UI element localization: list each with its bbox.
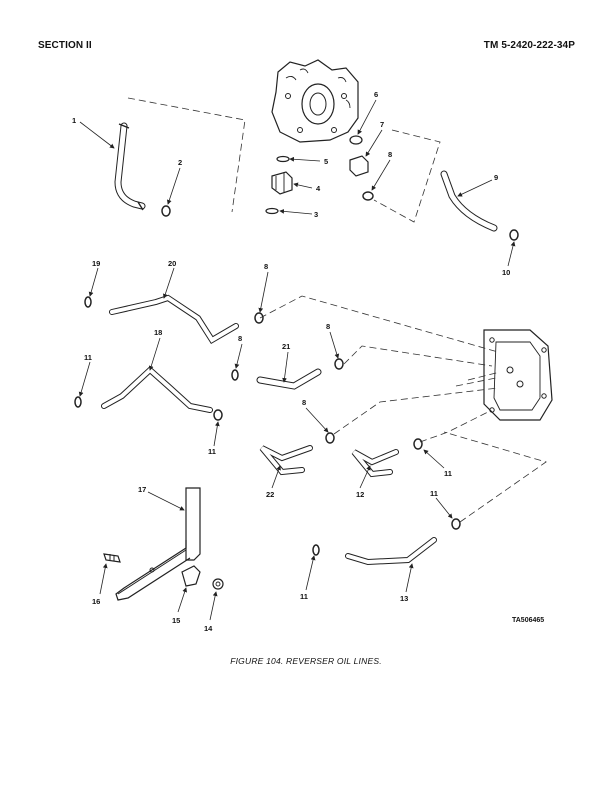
callout-16: 16 (92, 597, 100, 606)
callout-1: 1 (72, 116, 76, 125)
item-19-gasket (84, 296, 92, 308)
item-15-clamp (181, 565, 201, 587)
callout-21: 21 (282, 342, 290, 351)
callout-9: 9 (494, 173, 498, 182)
item-10-gasket (509, 229, 519, 241)
callout-leaders (78, 99, 516, 621)
callout-18: 18 (154, 328, 162, 337)
callout-12: 12 (356, 490, 364, 499)
callout-11-b: 11 (208, 447, 216, 456)
item-1-elbow-tube (114, 122, 146, 211)
item-11-gasket-d (451, 518, 461, 530)
callout-8-upper: 8 (388, 150, 392, 159)
item-2-gasket (161, 205, 171, 217)
item-16-bolt (103, 553, 121, 563)
item-7-fitting (349, 155, 369, 177)
item-11-gasket-b (213, 409, 223, 421)
callout-5: 5 (324, 157, 328, 166)
item-11-gasket-e (312, 544, 320, 556)
callout-8-a: 8 (264, 262, 268, 271)
item-8-gasket-d (325, 432, 335, 444)
callout-8-b: 8 (238, 334, 242, 343)
item-8-gasket-b (231, 369, 239, 381)
callout-13: 13 (400, 594, 408, 603)
item-11-gasket-c (413, 438, 423, 450)
callout-7: 7 (380, 120, 384, 129)
manual-number: TM 5-2420-222-34P (483, 40, 575, 51)
item-4-fitting (271, 171, 293, 195)
item-9-tube (440, 170, 498, 232)
item-5-gasket (276, 155, 290, 163)
callout-4: 4 (316, 184, 321, 193)
callout-17: 17 (138, 485, 146, 494)
item-14-nut (212, 578, 224, 590)
drawing-number: TA506465 (512, 617, 544, 624)
callout-19: 19 (92, 259, 100, 268)
callout-labels: 1 2 3 4 5 6 7 8 9 10 19 20 8 8 21 8 18 1… (72, 90, 510, 633)
item-8-gasket-upper (362, 191, 374, 201)
figure-caption: FIGURE 104. REVERSER OIL LINES. (230, 656, 382, 666)
item-13-tube (345, 537, 437, 566)
callout-6: 6 (374, 90, 378, 99)
item-3-gasket (265, 207, 279, 215)
item-21-tube (256, 368, 322, 390)
callout-2: 2 (178, 158, 182, 167)
item-17-bracket (115, 487, 201, 601)
callout-11-e: 11 (300, 592, 308, 601)
callout-15: 15 (172, 616, 180, 625)
callout-8-d: 8 (302, 398, 306, 407)
callout-22: 22 (266, 490, 274, 499)
item-8-gasket-a (254, 312, 264, 324)
item-18-tube (101, 365, 213, 413)
assembly-leader-lines (127, 97, 547, 523)
reverser-housing (271, 59, 359, 143)
item-22-tube (259, 445, 313, 476)
item-8-gasket-c (334, 358, 344, 370)
callout-3: 3 (314, 210, 318, 219)
reverser-cover-plate (483, 329, 553, 421)
item-20-tube (109, 294, 239, 345)
item-12-tube (351, 449, 399, 478)
callout-11-d: 11 (430, 489, 438, 498)
item-11-gasket-a (74, 396, 82, 408)
item-6-gasket (349, 135, 363, 145)
callout-14: 14 (204, 624, 213, 633)
callout-10: 10 (502, 268, 510, 277)
section-label: SECTION II (38, 40, 92, 51)
callout-20: 20 (168, 259, 176, 268)
callout-8-c: 8 (326, 322, 330, 331)
callout-11-a: 11 (84, 353, 92, 362)
callout-11-c: 11 (444, 469, 452, 478)
